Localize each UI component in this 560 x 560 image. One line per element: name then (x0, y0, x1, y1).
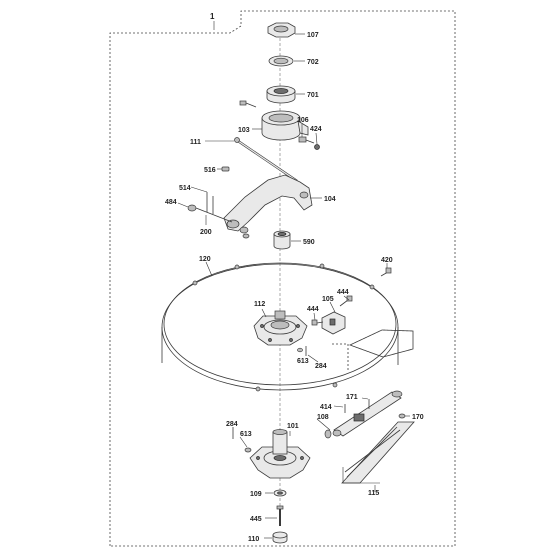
callout-284-lower: 284 (226, 421, 238, 428)
part-111-pin (234, 137, 298, 182)
callout-170: 170 (412, 414, 424, 421)
callout-109: 109 (250, 491, 262, 498)
callout-112: 112 (254, 301, 265, 308)
callout-424: 424 (310, 126, 322, 133)
callout-613-lower: 613 (240, 431, 252, 438)
part-120-guard-ring (161, 262, 399, 392)
part-514-bolt (206, 192, 214, 214)
callout-110: 110 (248, 536, 259, 543)
part-103-housing (261, 110, 309, 141)
part-484-washer (187, 204, 233, 223)
part-170-pin (398, 413, 406, 419)
callout-171: 171 (346, 394, 358, 401)
part-420-screw (380, 267, 392, 277)
callout-444-upper: 444 (337, 289, 349, 296)
assembly-number: 1 (210, 12, 215, 21)
part-bolt-top (239, 100, 257, 108)
part-109-washer (273, 489, 287, 497)
part-104-yoke-arm (223, 174, 313, 232)
callout-445: 445 (250, 516, 262, 523)
callout-590: 590 (303, 239, 315, 246)
callout-103: 103 (238, 127, 250, 134)
callout-106: 106 (297, 117, 309, 124)
callout-284-upper: 284 (315, 363, 327, 370)
part-590-bushing (273, 230, 291, 250)
callout-613-upper: 613 (297, 358, 309, 365)
callout-484: 484 (165, 199, 177, 206)
callout-120: 120 (199, 256, 211, 263)
assembly-border (109, 10, 456, 547)
part-105-clamp (321, 311, 346, 335)
part-108-shaft (324, 390, 403, 439)
part-110-cap (272, 531, 288, 544)
callout-105: 105 (322, 296, 334, 303)
callout-200: 200 (200, 229, 212, 236)
part-445-bolt (276, 505, 284, 526)
callout-420: 420 (381, 257, 393, 264)
callout-414: 414 (320, 404, 332, 411)
callout-514: 514 (179, 185, 191, 192)
part-444-bolt-lower (311, 319, 324, 326)
callout-104: 104 (324, 196, 336, 203)
callout-702: 702 (307, 59, 319, 66)
part-702-ring (268, 55, 294, 67)
part-112-hub (253, 310, 308, 346)
callout-115: 115 (368, 490, 379, 497)
callout-108: 108 (317, 414, 329, 421)
callout-444-lower: 444 (307, 306, 319, 313)
callout-107: 107 (307, 32, 319, 39)
part-613-washer-lower (244, 447, 252, 453)
part-613-washer-upper (297, 347, 303, 353)
part-516-pin (221, 166, 230, 172)
callout-101: 101 (287, 423, 299, 430)
part-701-bearing (266, 85, 296, 104)
callout-701: 701 (307, 92, 319, 99)
callout-516: 516 (204, 167, 216, 174)
part-101-lower-hub (249, 429, 311, 479)
part-107-nut (267, 22, 296, 38)
callout-111: 111 (190, 139, 201, 146)
part-115-blade (341, 421, 415, 484)
part-424-nut (314, 144, 320, 150)
part-200-washer (239, 226, 250, 239)
part-106-bolt (298, 136, 315, 144)
